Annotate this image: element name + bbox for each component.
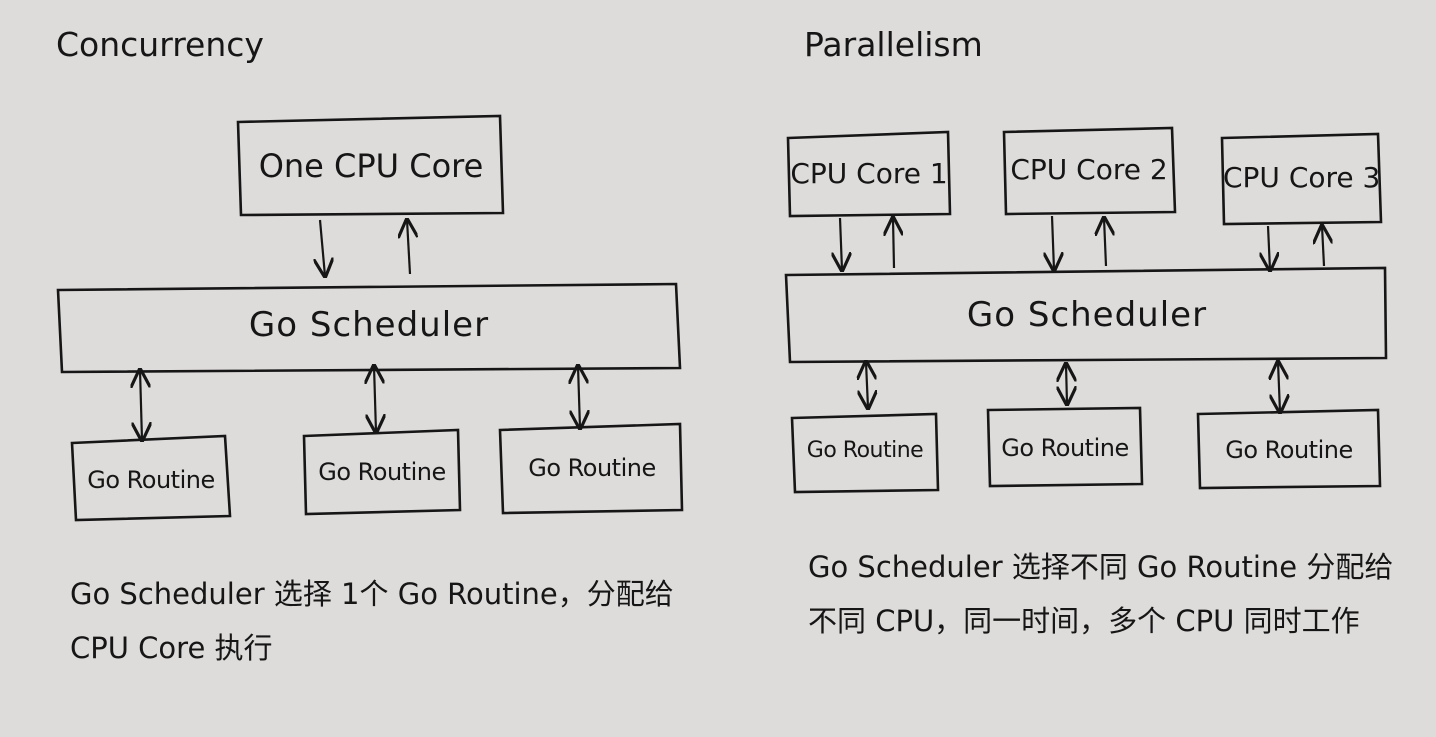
cpu-core-2-up-arrow — [1104, 218, 1106, 267]
concurrency-routine-2-arrow — [374, 366, 376, 432]
cpu-core-3-up-arrow — [1322, 226, 1324, 267]
parallelism-routine-2-arrow — [1066, 364, 1067, 404]
parallelism-title: Parallelism — [804, 25, 983, 64]
parallelism-routine-box-1 — [790, 412, 940, 494]
parallelism-routine-label-2: Go Routine — [1001, 434, 1129, 462]
concurrency-cpu-to-scheduler-arrow — [320, 219, 325, 276]
concurrency-scheduler-label: Go Scheduler — [248, 305, 490, 345]
concurrency-routine-3-arrow — [578, 366, 580, 428]
concurrency-note: Go Scheduler 选择 1个 Go Routine，分配给 CPU Co… — [70, 577, 674, 665]
cpu-core-1-down-arrow — [840, 217, 842, 270]
parallelism-scheduler-box — [784, 266, 1388, 364]
cpu-core-1-box — [786, 130, 952, 218]
parallelism-routine-box-2 — [986, 406, 1144, 488]
cpu-core-2-label: CPU Core 2 — [1010, 153, 1168, 186]
cpu-core-3-down-arrow — [1268, 225, 1270, 270]
concurrency-scheduler-to-cpu-arrow — [407, 220, 410, 275]
concurrency-routine-box-3 — [498, 422, 684, 515]
parallelism-routine-1-arrow — [866, 362, 868, 408]
parallelism-routine-3-arrow — [1278, 362, 1280, 412]
cpu-core-3-label: CPU Core 3 — [1223, 161, 1381, 194]
concurrency-routine-label-1: Go Routine — [87, 466, 215, 494]
concurrency-routine-box-1 — [70, 434, 232, 522]
concurrency-routine-1-arrow — [140, 370, 142, 440]
cpu-core-2-down-arrow — [1052, 215, 1054, 270]
parallelism-note: Go Scheduler 选择不同 Go Routine 分配给不同 CPU，同… — [808, 550, 1394, 638]
parallelism-routine-label-1: Go Routine — [806, 438, 924, 463]
concurrency-routine-label-3: Go Routine — [528, 454, 656, 482]
cpu-core-1-up-arrow — [893, 218, 894, 269]
concurrency-title: Concurrency — [56, 25, 264, 64]
concurrency-scheduler-box — [56, 282, 682, 374]
one-cpu-core-box — [236, 114, 505, 217]
one-cpu-core-label: One CPU Core — [258, 147, 484, 185]
parallelism-routine-box-3 — [1196, 408, 1382, 490]
cpu-core-2-box — [1002, 126, 1177, 216]
parallelism-scheduler-label: Go Scheduler — [966, 295, 1208, 335]
parallelism-routine-label-3: Go Routine — [1225, 436, 1353, 464]
concurrency-routine-box-2 — [302, 428, 462, 516]
cpu-core-1-label: CPU Core 1 — [790, 157, 948, 190]
cpu-core-3-box — [1220, 132, 1383, 226]
concurrency-routine-label-2: Go Routine — [318, 458, 446, 486]
